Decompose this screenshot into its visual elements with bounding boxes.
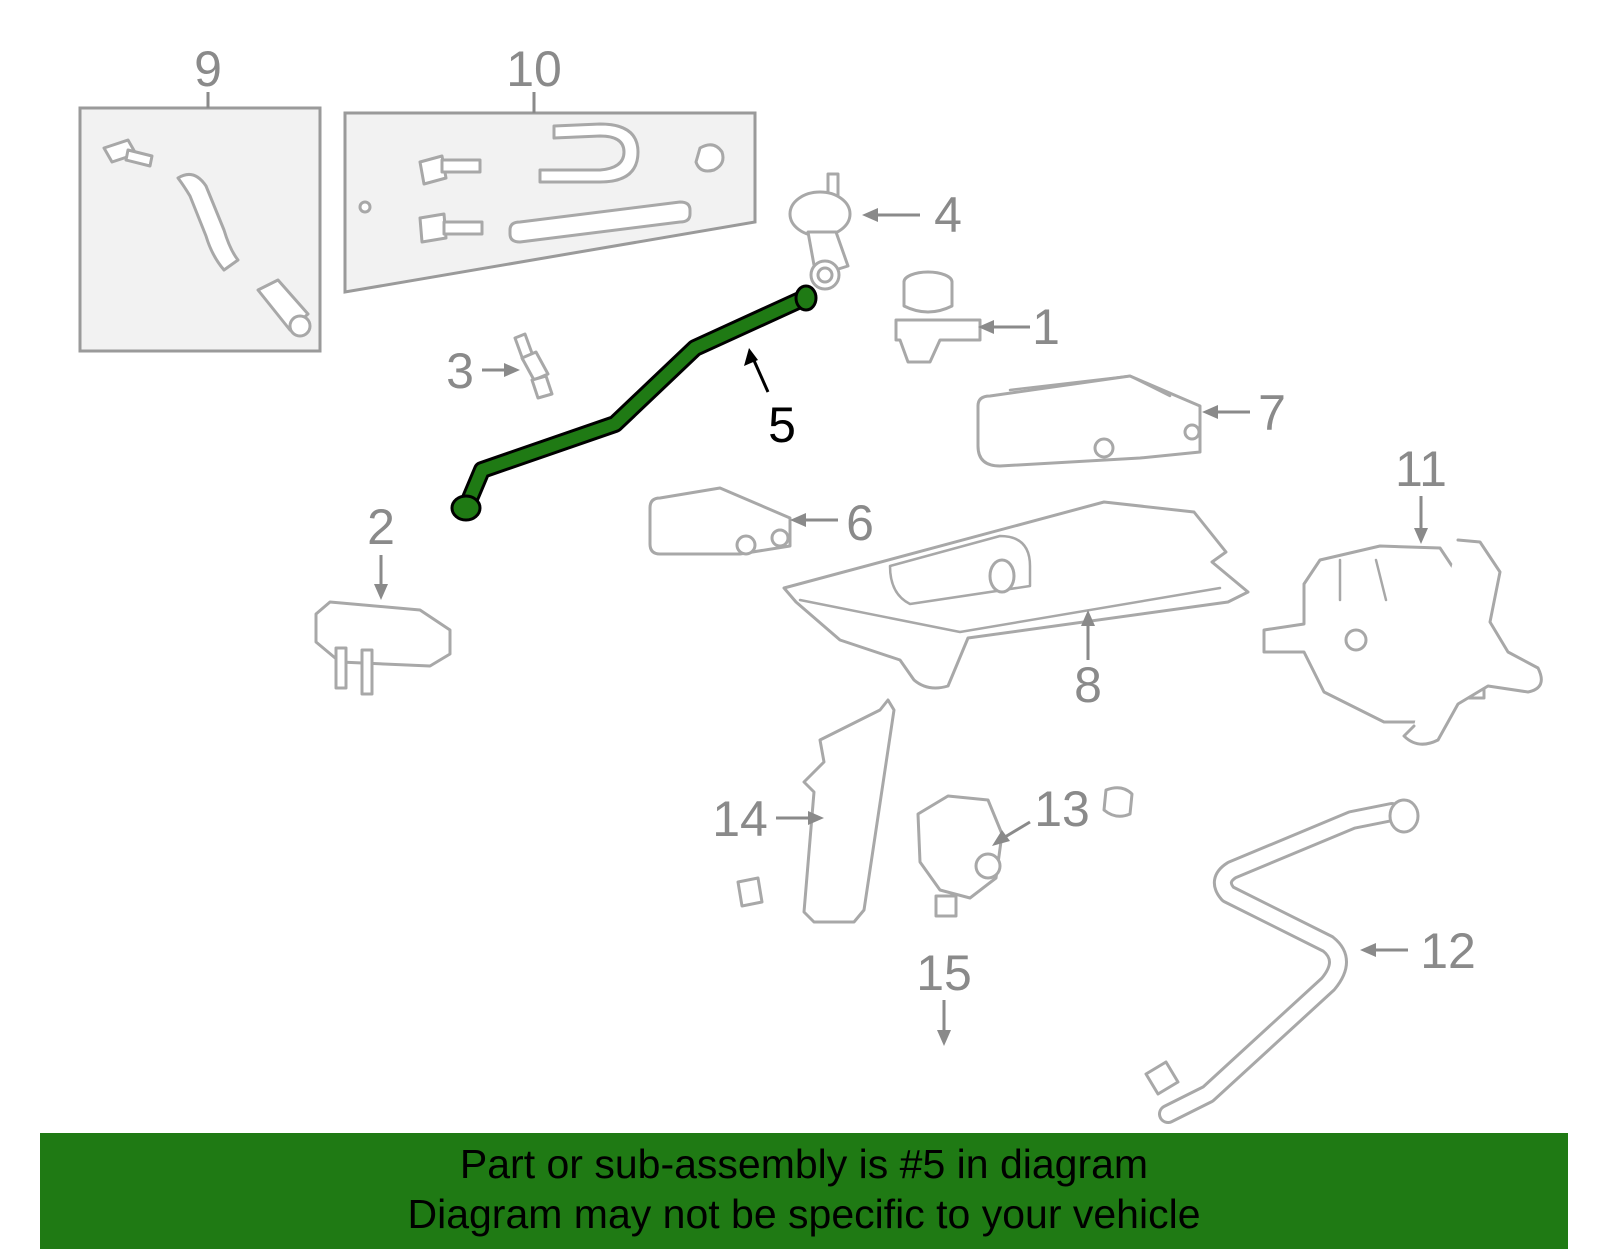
callout-8: 8	[1074, 657, 1102, 713]
callout-3: 3	[446, 343, 474, 399]
callout-7: 7	[1258, 385, 1286, 441]
banner-line-1: Part or sub-assembly is #5 in diagram	[459, 1141, 1149, 1187]
part-3-sensor[interactable]	[482, 332, 554, 400]
part-6-canister[interactable]	[648, 486, 838, 556]
callout-10: 10	[506, 41, 562, 97]
part-13-vent-valve[interactable]	[916, 794, 1031, 918]
part-14-bracket[interactable]	[776, 698, 896, 924]
callout-6: 6	[846, 495, 874, 551]
part-8-canister-bracket[interactable]	[782, 500, 1250, 690]
callout-2: 2	[367, 499, 395, 555]
callout-12: 12	[1420, 923, 1476, 979]
callout-13: 13	[1034, 781, 1090, 837]
part-4-egr-valve[interactable]	[788, 172, 920, 291]
callout-14: 14	[712, 791, 768, 847]
part-9-hose-kit[interactable]	[78, 92, 322, 353]
callout-11: 11	[1395, 441, 1447, 497]
part-7-canister[interactable]	[976, 374, 1250, 468]
part-15-tube[interactable]	[613, 786, 1145, 1072]
part-10-hose-kit[interactable]	[343, 92, 757, 294]
part-11-leak-detection-pump[interactable]	[1262, 496, 1543, 746]
part-1-vacuum-solenoid[interactable]	[894, 270, 1030, 364]
banner-line-2: Diagram may not be specific to your vehi…	[407, 1191, 1201, 1237]
part-5-hose[interactable]	[450, 284, 818, 522]
callout-9: 9	[194, 41, 222, 97]
callout-5: 5	[768, 397, 796, 453]
callout-15: 15	[916, 945, 972, 1001]
info-banner: Part or sub-assembly is #5 in diagram Di…	[40, 1133, 1568, 1249]
part-12-tube[interactable]	[1144, 798, 1420, 1124]
part-2-pressure-sensor[interactable]	[314, 555, 452, 696]
callout-1: 1	[1032, 299, 1060, 355]
callout-4: 4	[934, 187, 962, 243]
